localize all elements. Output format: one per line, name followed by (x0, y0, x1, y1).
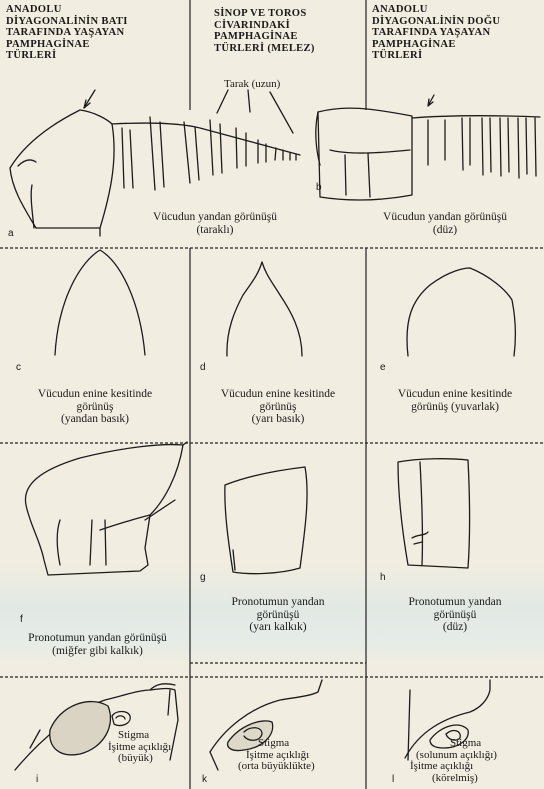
stigma-line: (büyük) (108, 753, 171, 765)
caption-line: (miğfer gibi kalkık) (0, 645, 195, 658)
arrow-east (428, 95, 434, 106)
header-line: TÜRLERİ (6, 50, 128, 62)
caption-body-side-a: Vücudun yandan görünüşü (taraklı) (130, 211, 300, 236)
panel-letter-h: h (380, 572, 386, 583)
caption-pron-f: Pronotumun yandan görünüşü (miğfer gibi … (0, 632, 195, 657)
header-line: SİNOP VE TOROS (214, 8, 315, 20)
caption-line: (taraklı) (130, 224, 300, 237)
header-line: ANADOLU (6, 4, 128, 16)
stigma-line: Stigma (238, 738, 315, 750)
caption-line: görünüş (yuvarlak) (366, 401, 544, 414)
caption-line: Vücudun yandan görünüşü (360, 211, 530, 224)
header-line: DİYAGONALİNİN BATI (6, 16, 128, 28)
panel-letter-b: b (316, 182, 322, 193)
stigma-line: (orta büyüklükte) (238, 761, 315, 773)
caption-body-side-b: Vücudun yandan görünüşü (düz) (360, 211, 530, 236)
caption-pron-g: Pronotumun yandan görünüşü (yarı kalkık) (190, 596, 366, 634)
caption-cross-d: Vücudun enine kesitinde görünüş (yarı ba… (190, 388, 366, 426)
stigma-line: (körelmiş) (410, 773, 497, 785)
caption-line: (yarı kalkık) (190, 621, 366, 634)
caption-line: Vücudun enine kesitinde (190, 388, 366, 401)
panel-letter-k: k (202, 774, 207, 785)
cross-section-c (55, 250, 145, 355)
header-line: TÜRLERİ (MELEZ) (214, 43, 315, 55)
stigma-line: İşitme açıklığı (410, 761, 497, 773)
header-line: CİVARINDAKİ (214, 20, 315, 32)
caption-line: görünüşü (366, 609, 544, 622)
header-line: PAMPHAGİNAE (214, 31, 315, 43)
arrow-west (84, 90, 95, 108)
header-line: TARAFINDA YAŞAYAN (6, 27, 128, 39)
panel-letter-e: e (380, 362, 386, 373)
caption-cross-c: Vücudun enine kesitinde görünüş (yandan … (5, 388, 185, 426)
caption-line: Vücudun enine kesitinde (366, 388, 544, 401)
caption-line: (düz) (360, 224, 530, 237)
caption-line: Pronotumun yandan görünüşü (0, 632, 195, 645)
caption-pron-h: Pronotumun yandan görünüşü (düz) (366, 596, 544, 634)
caption-line: görünüşü (190, 609, 366, 622)
caption-cross-e: Vücudun enine kesitinde görünüş (yuvarla… (366, 388, 544, 413)
header-line: PAMPHAGİNAE (372, 39, 500, 51)
header-middle: SİNOP VE TOROS CİVARINDAKİ PAMPHAGİNAE T… (214, 8, 315, 54)
caption-line: görünüş (5, 401, 185, 414)
panel-letter-f: f (20, 614, 23, 625)
pronotum-helmet-f (25, 442, 187, 575)
header-line: PAMPHAGİNAE (6, 39, 128, 51)
header-line: ANADOLU (372, 4, 500, 16)
header-west: ANADOLU DİYAGONALİNİN BATI TARAFINDA YAŞ… (6, 4, 128, 62)
panel-letter-a: a (8, 228, 14, 239)
pronotum-flat-h (398, 459, 470, 568)
stigma-line: Stigma (410, 738, 497, 750)
caption-line: (yarı basık) (190, 413, 366, 426)
stigma-label-i: Stigma İşitme açıklığı (büyük) (108, 730, 171, 765)
caption-line: (yandan basık) (5, 413, 185, 426)
caption-line: Vücudun enine kesitinde (5, 388, 185, 401)
caption-line: (düz) (366, 621, 544, 634)
tarak-callout: Tarak (uzun) (224, 78, 280, 91)
header-line: TARAFINDA YAŞAYAN (372, 27, 500, 39)
body-side-flat-b (316, 108, 540, 200)
header-east: ANADOLU DİYAGONALİNİN DOĞU TARAFINDA YAŞ… (372, 4, 500, 62)
caption-line: görünüş (190, 401, 366, 414)
panel-letter-d: d (200, 362, 206, 373)
stigma-line: Stigma (108, 730, 171, 742)
cross-section-d (227, 262, 302, 356)
cross-section-e (407, 268, 515, 356)
panel-letter-i: i (36, 774, 38, 785)
caption-line: Vücudun yandan görünüşü (130, 211, 300, 224)
caption-line: Pronotumun yandan (190, 596, 366, 609)
panel-letter-g: g (200, 572, 206, 583)
stigma-label-k: Stigma İşitme açıklığı (orta büyüklükte) (238, 738, 315, 773)
panel-letter-c: c (16, 362, 21, 373)
header-line: DİYAGONALİNİN DOĞU (372, 16, 500, 28)
panel-letter-l: l (392, 774, 394, 785)
caption-line: Pronotumun yandan (366, 596, 544, 609)
pronotum-half-g (225, 467, 307, 574)
stigma-label-l: Stigma (solunum açıklığı) İşitme açıklığ… (410, 738, 497, 784)
header-line: TÜRLERİ (372, 50, 500, 62)
